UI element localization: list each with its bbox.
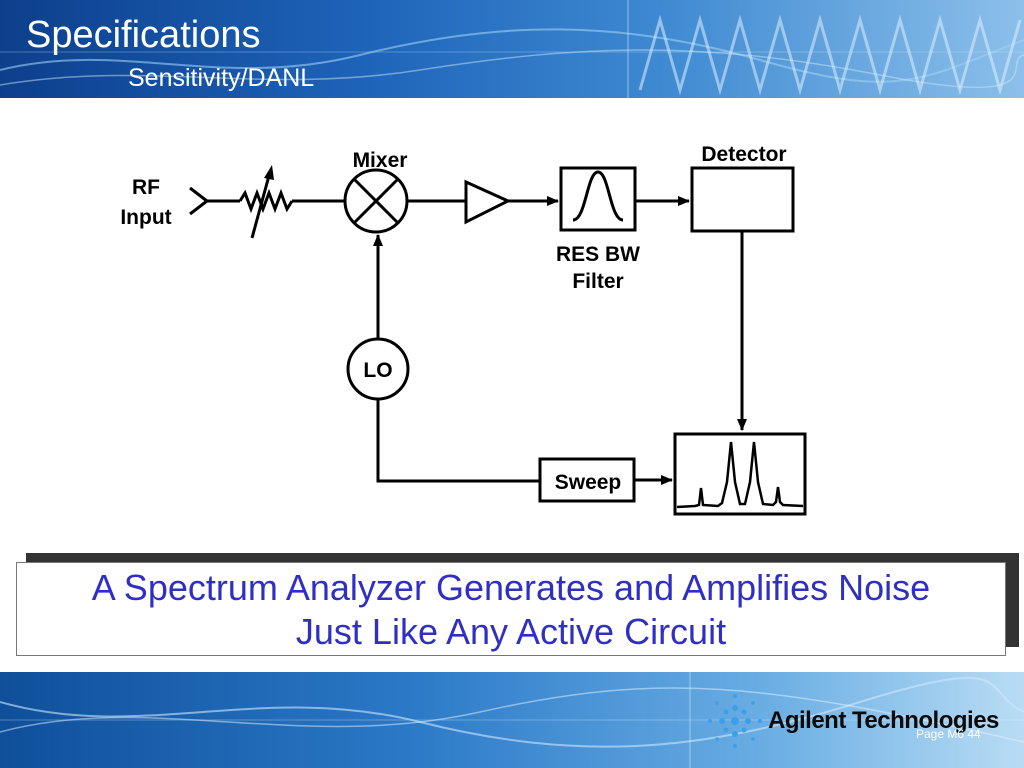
res-bw-label-line2: Filter: [572, 270, 623, 293]
callout-line-2: Just Like Any Active Circuit: [295, 611, 727, 652]
sweep-box: [538, 457, 636, 503]
callout-box: A Spectrum Analyzer Generates and Amplif…: [16, 562, 1006, 656]
agilent-logo-text: Agilent Technologies: [768, 707, 999, 734]
res-bw-label-line1: RES BW: [556, 243, 640, 266]
slide-subtitle: Sensitivity/DANL: [128, 64, 315, 92]
lo-to-sweep-line: [376, 399, 540, 483]
page-number: Page M6 44: [916, 727, 981, 741]
rf-input-label-line2: Input: [120, 206, 171, 229]
header-wave-decoration: [0, 0, 1024, 98]
mixer-symbol: [343, 168, 409, 234]
lo-label: LO: [363, 359, 392, 382]
amplifier-symbol: [464, 179, 512, 225]
variable-attenuator: [238, 165, 294, 239]
rf-input-label-line1: RF: [132, 176, 160, 199]
footer-wave-decoration: [0, 672, 1024, 768]
detector-box: [690, 166, 795, 233]
mixer-label: Mixer: [353, 149, 408, 172]
res-bw-filter-box: [559, 166, 637, 232]
slide-footer: Agilent Technologies Page M6 44: [0, 672, 1024, 768]
callout-line-1: A Spectrum Analyzer Generates and Amplif…: [91, 567, 931, 608]
agilent-spark-logo-icon: [708, 694, 762, 748]
spectrum-analyzer-block-diagram: RF Input Mixer Detector RES BW Filter LO…: [120, 143, 807, 516]
detector-label: Detector: [701, 143, 786, 166]
rf-input-connector: [189, 186, 210, 216]
sweep-label: Sweep: [555, 471, 622, 494]
display-screen: [673, 432, 807, 516]
slide-title: Specifications: [26, 14, 261, 56]
slide-header: Specifications Sensitivity/DANL: [0, 0, 1024, 98]
